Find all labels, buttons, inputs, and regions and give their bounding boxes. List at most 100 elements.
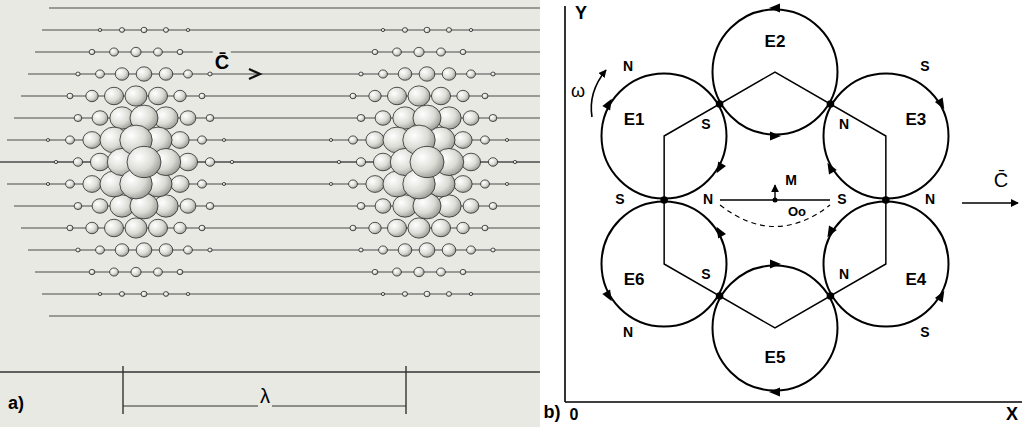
particle-sphere [136,243,152,257]
particle-sphere [387,219,406,237]
particle-sphere [171,132,189,149]
particle-sphere [180,111,196,125]
particle-sphere [356,158,365,167]
particle-sphere [184,70,193,78]
particle-sphere [171,176,189,193]
particle-sphere [96,246,105,254]
particle-sphere [136,67,152,81]
pole-label: S [699,117,712,132]
particle-sphere [163,28,168,33]
circle-outline [822,200,950,328]
circle-outline [711,264,839,392]
particle-sphere [127,146,161,177]
particle-sphere [437,268,446,276]
pole-label: S [613,192,626,207]
particle-sphere [92,199,108,213]
particle-sphere [454,132,472,149]
rotation-arrow [770,260,781,269]
particle-sphere [431,87,450,105]
particle-sphere [115,68,129,80]
angular-velocity-symbol: ω [569,82,587,102]
particle-sphere [125,86,147,106]
contact-dot [882,196,890,204]
particle-sphere [110,48,119,56]
circle-outline [713,10,838,135]
circle-label: E3 [905,111,926,130]
particle-sphere [489,202,497,209]
particle-sphere [442,244,456,256]
particle-sphere [419,243,435,257]
particle-sphere [104,87,123,105]
particle-sphere [89,269,95,274]
particle-sphere [366,176,384,193]
particle-sphere [148,87,167,105]
particle-sphere [98,292,101,295]
particle-sphere [131,47,141,56]
particle-sphere [46,139,49,142]
particle-sphere [349,180,358,188]
particle-sphere [414,47,424,56]
particle-sphere [424,27,430,32]
particle-sphere [481,136,490,144]
particle-sphere [373,153,392,171]
particle-sphere [177,269,183,274]
particle-sphere [90,153,109,171]
particle-sphere [163,292,168,297]
particle-sphere [375,111,391,125]
particle-sphere [369,90,381,101]
vortex-circle: E5 [711,264,839,392]
axis-label: X [1004,405,1020,425]
particle-sphere [491,72,495,76]
rotation-arrow [770,132,781,141]
vortex-panel [565,4,1022,403]
particle-sphere [186,292,189,295]
particle-sphere [350,93,356,99]
particle-sphere [92,111,108,125]
circle-outline [713,266,838,391]
circle-outline [600,200,728,328]
particle-sphere [442,68,456,80]
particle-sphere [46,183,49,186]
velocity-arrow [962,202,1018,204]
velocity-symbol: C̄ [213,51,231,73]
pole-label: S [918,325,931,340]
particle-sphere [159,68,173,80]
wave-panel [0,8,540,414]
particle-sphere [372,49,378,54]
particle-sphere [180,199,196,213]
circle-label: E6 [624,271,645,290]
particle-sphere [469,28,472,31]
particle-sphere [357,202,365,209]
y-axis [564,6,566,402]
pole-label: N [837,117,851,132]
particle-sphere [222,183,225,186]
circle-label: E2 [765,33,786,52]
particle-sphere [454,176,472,193]
particle-sphere [393,48,402,56]
particle-sphere [379,70,388,78]
dimension-tick [122,366,123,414]
particle-sphere [174,222,186,233]
particle-sphere [369,222,381,233]
particle-sphere [419,67,435,81]
point-label: Oo [786,205,808,219]
vortex-circle: E2 [711,8,839,136]
particle-sphere [446,28,451,33]
dashed-field-line [720,205,830,227]
particle-sphere [375,199,391,213]
particle-sphere [131,267,141,276]
particle-sphere [457,90,469,101]
vortex-circle: E3 [822,72,950,200]
particle-sphere [505,139,508,142]
center-hexagon [664,72,886,328]
particle-sphere [83,132,101,149]
particle-sphere [505,183,508,186]
particle-sphere [359,248,363,252]
particle-sphere [329,139,332,142]
particle-sphere [402,28,407,33]
particle-sphere [398,68,412,80]
particle-sphere [86,90,98,101]
particle-sphere [513,160,516,163]
field-line [42,29,540,30]
contact-dot [660,196,668,204]
